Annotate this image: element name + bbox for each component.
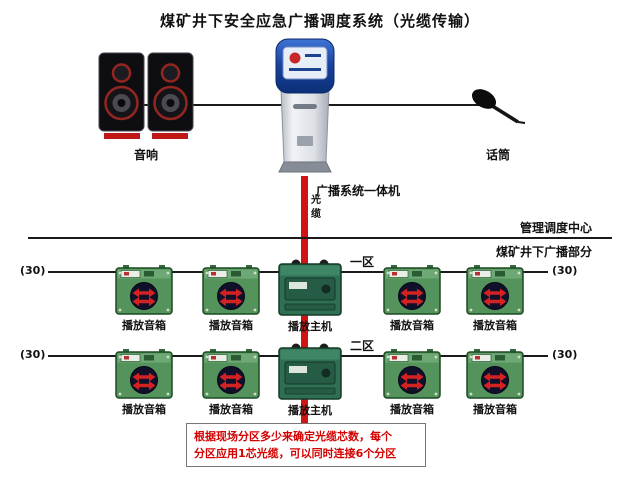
zone1-right-count: (30) xyxy=(552,264,578,277)
fiber-note-line1: 根据现场分区多少来确定光缆芯数，每个 xyxy=(194,430,392,443)
broadcast-machine-label: 广播系统一体机 xyxy=(316,184,401,198)
playback-speaker-icon xyxy=(383,349,441,399)
playback-speaker-label: 播放音箱 xyxy=(390,403,434,416)
playback-speaker-label: 播放音箱 xyxy=(390,319,434,332)
zone2-right-count: (30) xyxy=(552,348,578,361)
playback-host-label: 播放主机 xyxy=(288,404,332,417)
underground-section-label: 煤矿井下广播部分 xyxy=(495,245,592,259)
zone2-name: 二区 xyxy=(350,339,375,353)
microphone-icon xyxy=(468,86,528,130)
speakers-icon xyxy=(98,50,194,142)
diagram-title: 煤矿井下安全应急广播调度系统（光缆传输） xyxy=(159,12,480,30)
playback-host-label: 播放主机 xyxy=(288,320,332,333)
zone1-name: 一区 xyxy=(350,255,375,269)
playback-speaker-label: 播放音箱 xyxy=(209,319,253,332)
playback-speaker-icon xyxy=(202,349,260,399)
fiber-note-box: 根据现场分区多少来确定光缆芯数，每个 分区应用1芯光缆，可以同时连接6个分区 xyxy=(186,423,426,468)
broadcast-machine-icon xyxy=(267,36,343,178)
zone2-left-count: (30) xyxy=(20,348,46,361)
playback-speaker-icon xyxy=(202,265,260,315)
zone1-left-count: (30) xyxy=(20,264,46,277)
section-divider-line xyxy=(28,237,612,239)
playback-host-icon xyxy=(278,342,342,400)
playback-speaker-icon xyxy=(115,349,173,399)
playback-speaker-label: 播放音箱 xyxy=(122,403,166,416)
microphone-label: 话筒 xyxy=(485,148,510,162)
playback-speaker-icon xyxy=(466,349,524,399)
fiber-cable-label: 光缆 xyxy=(311,195,321,220)
playback-speaker-icon xyxy=(383,265,441,315)
playback-speaker-label: 播放音箱 xyxy=(473,319,517,332)
playback-speaker-icon xyxy=(466,265,524,315)
speakers-label: 音响 xyxy=(133,148,158,162)
playback-speaker-icon xyxy=(115,265,173,315)
playback-host-icon xyxy=(278,258,342,316)
playback-speaker-label: 播放音箱 xyxy=(473,403,517,416)
fiber-note-line2: 分区应用1芯光缆，可以同时连接6个分区 xyxy=(194,447,397,461)
playback-speaker-label: 播放音箱 xyxy=(122,319,166,332)
management-center-label: 管理调度中心 xyxy=(519,221,592,235)
playback-speaker-label: 播放音箱 xyxy=(209,403,253,416)
